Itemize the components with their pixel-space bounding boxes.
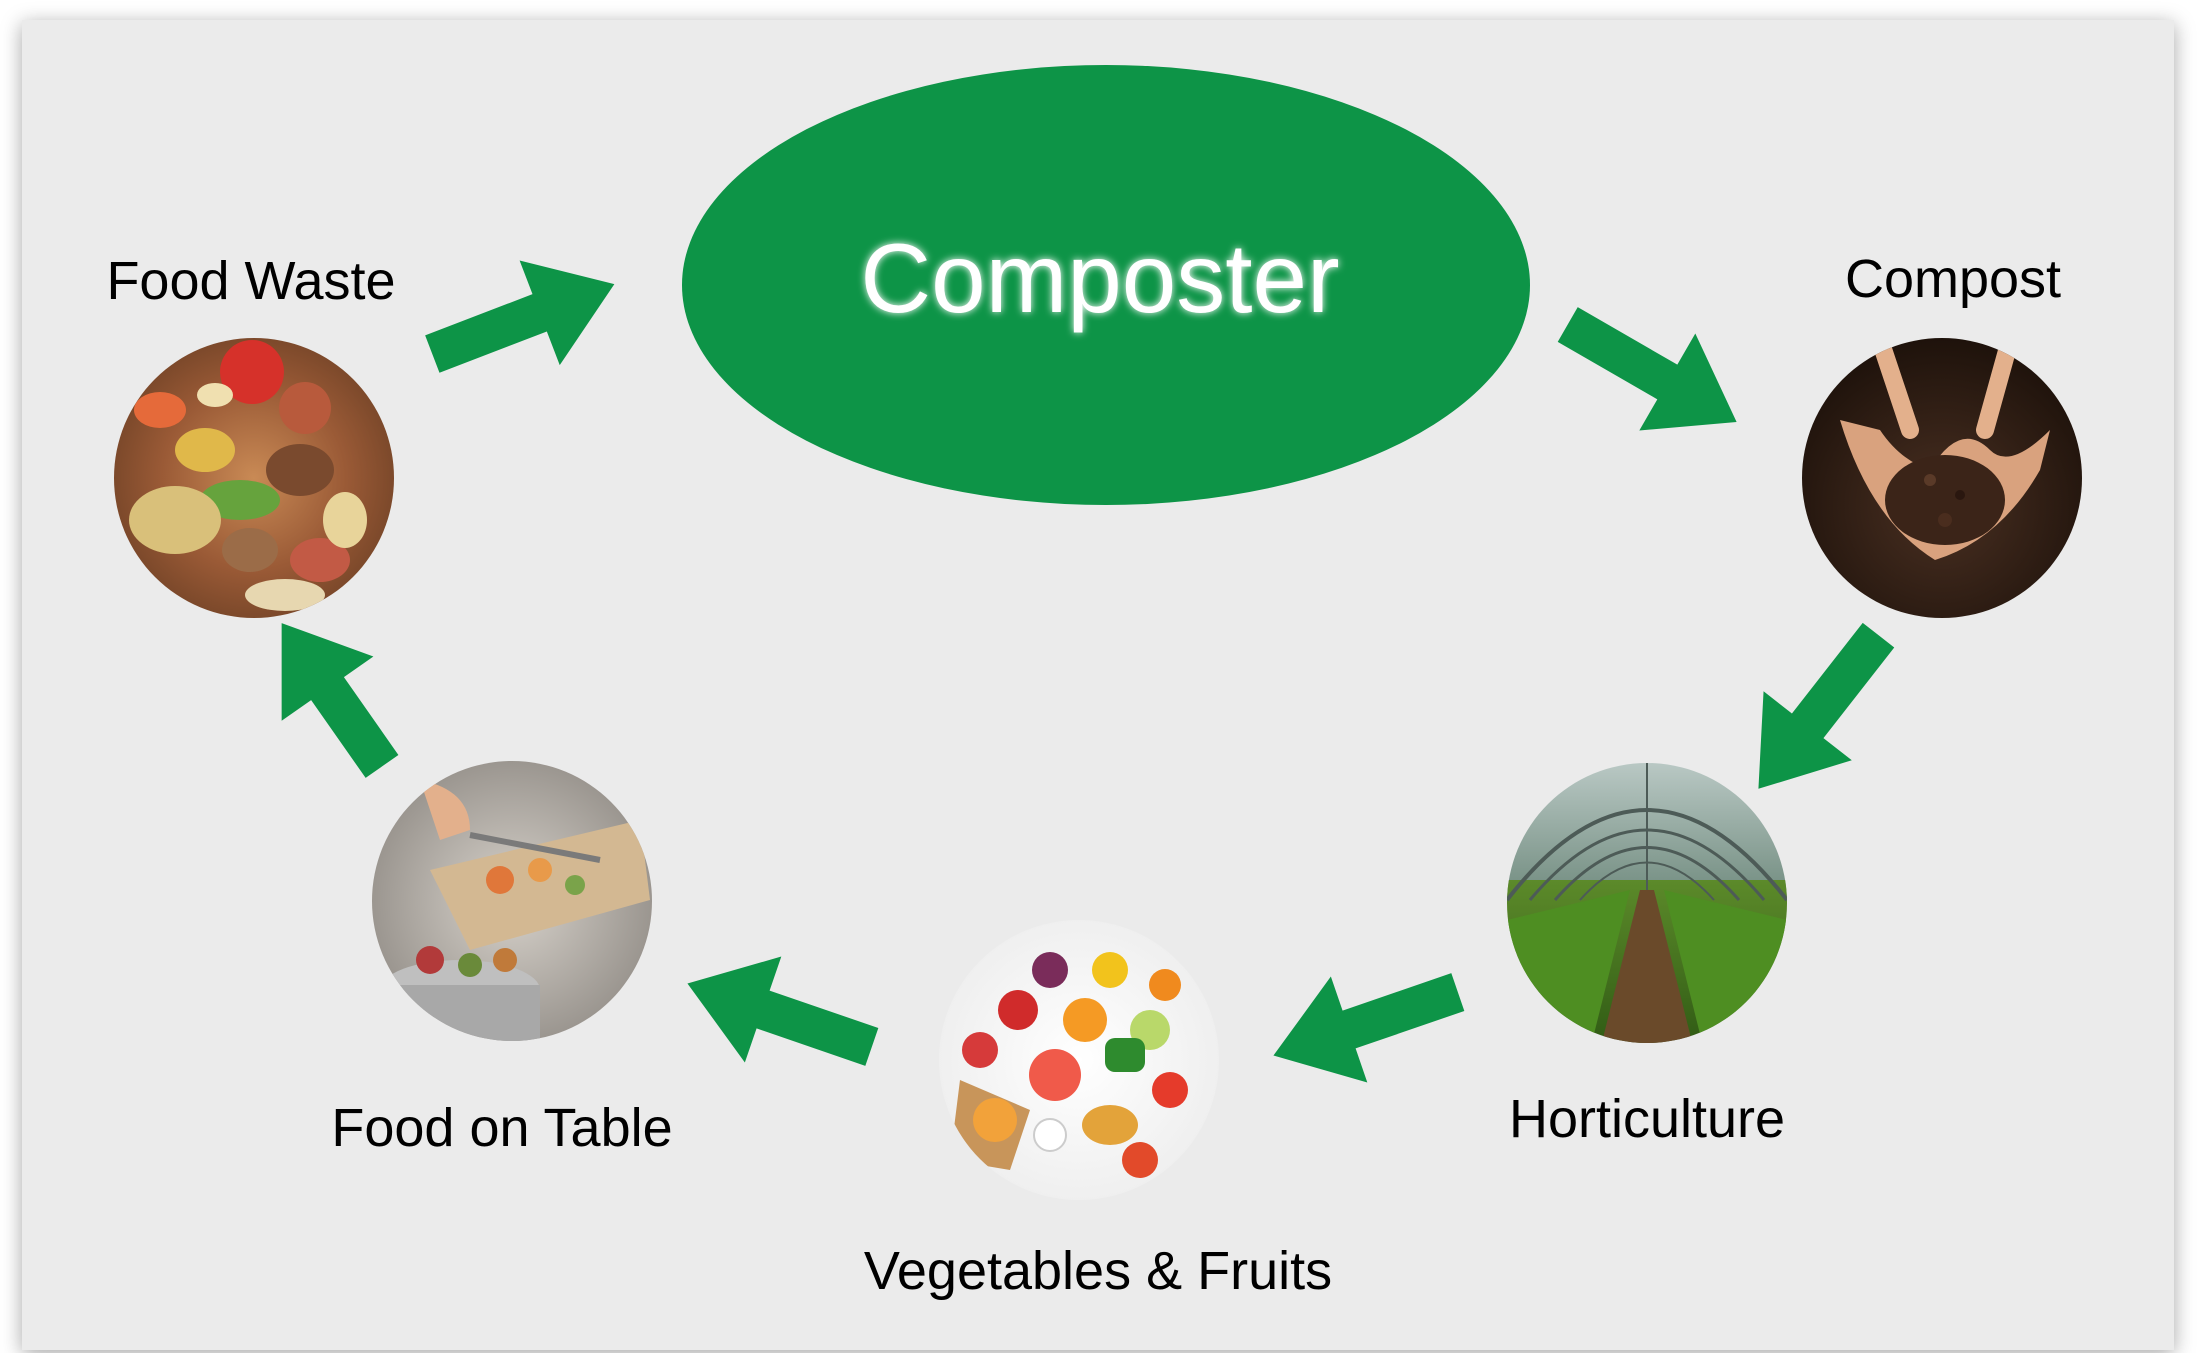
node-compost xyxy=(1802,338,2082,618)
arrow-composter-to-compost xyxy=(1557,307,1737,431)
node-vegetables-fruits xyxy=(939,920,1219,1200)
arrow-compost-to-horticulture xyxy=(1758,622,1895,789)
label-vegetables-fruits: Vegetables & Fruits xyxy=(864,1241,1332,1301)
node-food-waste xyxy=(114,338,394,618)
composter-ellipse xyxy=(682,65,1530,505)
arrow-vegetables-to-table xyxy=(687,956,879,1066)
node-food-on-table xyxy=(372,761,652,1041)
scraping-scraps-photo xyxy=(372,761,652,1041)
arrow-foodwaste-to-composter xyxy=(425,260,615,373)
soil-in-hands-photo xyxy=(1802,338,2082,618)
label-compost: Compost xyxy=(1845,249,2061,309)
label-food-on-table: Food on Table xyxy=(331,1098,672,1158)
label-horticulture: Horticulture xyxy=(1509,1089,1785,1149)
composter-label: Composter xyxy=(860,223,1339,333)
cycle-arrows xyxy=(281,260,1895,1083)
fresh-produce-photo xyxy=(939,920,1219,1200)
food-scraps-photo xyxy=(114,338,394,618)
arrow-table-to-foodwaste xyxy=(281,623,399,778)
arrow-horticulture-to-vegetables xyxy=(1273,973,1465,1083)
composter-node: Composter xyxy=(682,65,1530,505)
label-food-waste: Food Waste xyxy=(106,251,395,311)
